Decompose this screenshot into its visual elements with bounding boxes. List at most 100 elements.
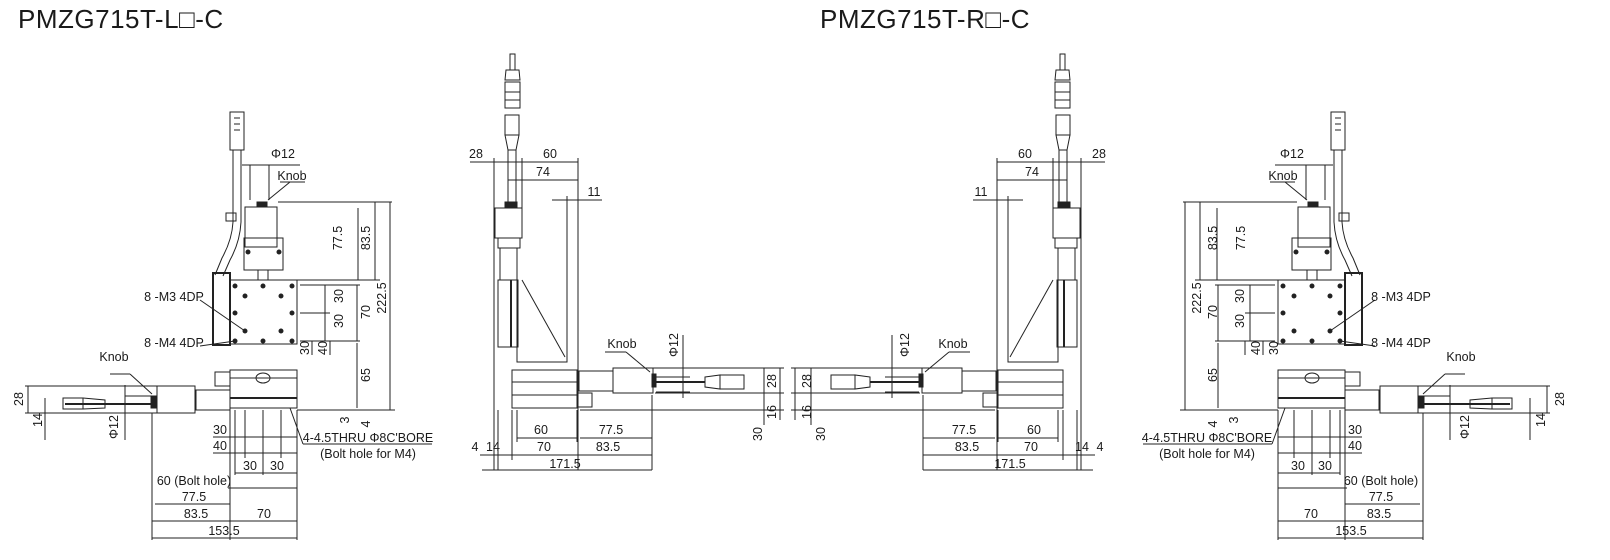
side-view-stage: [830, 53, 1081, 409]
thread-m4-label: 8 -M4 4DP: [144, 336, 204, 350]
dim-77-5: 77.5: [182, 490, 206, 504]
dim-60: 60: [534, 423, 548, 437]
dim-30: 30: [1233, 289, 1247, 303]
dim-60: 60: [1027, 423, 1041, 437]
dim-28: 28: [1092, 147, 1106, 161]
dim-phi12-side: Φ12: [1458, 415, 1472, 439]
dim-3: 3: [338, 416, 352, 423]
dim-74: 74: [536, 165, 550, 179]
dim-83-5: 83.5: [596, 440, 620, 454]
dim-77-5: 77.5: [331, 226, 345, 250]
dim-30: 30: [270, 459, 284, 473]
thread-m3-label: 8 -M3 4DP: [144, 290, 204, 304]
dim-30: 30: [213, 423, 227, 437]
dim-83-5: 83.5: [1367, 507, 1391, 521]
dim-70: 70: [257, 507, 271, 521]
dim-28: 28: [12, 392, 26, 406]
dim-65: 65: [1206, 368, 1220, 382]
dim-phi12-side: Φ12: [107, 415, 121, 439]
bolt-hole-note: (Bolt hole for M4): [1159, 447, 1255, 461]
dim-28: 28: [1553, 392, 1567, 406]
dim-65: 65: [359, 368, 373, 382]
side-view-dimensions: [470, 158, 784, 471]
dim-83-5: 83.5: [1206, 226, 1220, 250]
mounting-holes: [232, 283, 295, 344]
knob-label-side: Knob: [1446, 350, 1475, 364]
dim-4: 4: [359, 420, 373, 427]
dim-70: 70: [359, 305, 373, 319]
dim-16: 16: [800, 405, 814, 419]
front-view-stage: [1277, 111, 1513, 414]
dim-83-5: 83.5: [359, 226, 373, 250]
dim-171-5: 171.5: [994, 457, 1025, 471]
left-model-geometry: [25, 53, 784, 540]
knob-label: Knob: [938, 337, 967, 351]
bolt-hole-note: (Bolt hole for M4): [320, 447, 416, 461]
knob-label-side: Knob: [99, 350, 128, 364]
dim-phi12-top: Φ12: [271, 147, 295, 161]
dim-77-5: 77.5: [599, 423, 623, 437]
dim-83-5: 83.5: [184, 507, 208, 521]
dim-153-5: 153.5: [208, 524, 239, 538]
dim-phi12: Φ12: [667, 333, 681, 357]
dim-70: 70: [1304, 507, 1318, 521]
dim-60: 60: [543, 147, 557, 161]
dim-14: 14: [1534, 413, 1548, 427]
knob-label: Knob: [607, 337, 636, 351]
thread-m3-label: 8 -M3 4DP: [1371, 290, 1431, 304]
dim-30: 30: [1318, 459, 1332, 473]
dim-11: 11: [588, 185, 601, 199]
knob-label-top: Knob: [277, 169, 306, 183]
dim-70: 70: [1024, 440, 1038, 454]
dim-30: 30: [1348, 423, 1362, 437]
dim-4: 4: [1097, 440, 1104, 454]
dim-40: 40: [316, 341, 330, 355]
front-view-dimensions: [1143, 164, 1550, 540]
dim-30: 30: [1291, 459, 1305, 473]
right-model-labels: Φ12 Knob 77.5 83.5 222.5 30 70 30 8 -M3 …: [800, 147, 1567, 538]
model-title-left: PMZG715T-L□-C: [18, 4, 224, 34]
bolt-hole-spec: 4-4.5THRU Φ8C'BORE: [1142, 431, 1272, 445]
knob-label-top: Knob: [1268, 169, 1297, 183]
dim-4: 4: [1206, 420, 1220, 427]
dim-14: 14: [31, 413, 45, 427]
dim-60-bolt-hole: 60 (Bolt hole): [157, 474, 231, 488]
dim-40: 40: [213, 439, 227, 453]
dim-30: 30: [332, 289, 346, 303]
side-view-dimensions: [791, 158, 1105, 471]
dim-30: 30: [751, 427, 765, 441]
thread-m4-label: 8 -M4 4DP: [1371, 336, 1431, 350]
dim-60-bolt-hole: 60 (Bolt hole): [1344, 474, 1418, 488]
dim-40: 40: [1249, 341, 1263, 355]
dim-30: 30: [298, 341, 312, 355]
dim-3: 3: [1227, 416, 1241, 423]
dim-28: 28: [765, 374, 779, 388]
dim-16: 16: [765, 405, 779, 419]
dim-28: 28: [800, 374, 814, 388]
dim-14: 14: [486, 440, 500, 454]
dim-phi12-top: Φ12: [1280, 147, 1304, 161]
dim-83-5: 83.5: [955, 440, 979, 454]
dim-77-5: 77.5: [1234, 226, 1248, 250]
dim-40: 40: [1348, 439, 1362, 453]
dim-30: 30: [243, 459, 257, 473]
front-view-dimensions: [25, 164, 432, 540]
dim-222-5: 222.5: [1190, 282, 1204, 313]
dim-phi12: Φ12: [898, 333, 912, 357]
dim-30: 30: [332, 314, 346, 328]
dim-30: 30: [1233, 314, 1247, 328]
dim-14: 14: [1075, 440, 1089, 454]
right-model-geometry: [791, 53, 1550, 540]
dim-30: 30: [814, 427, 828, 441]
dim-4: 4: [472, 440, 479, 454]
mounting-holes: [1280, 283, 1343, 344]
model-title-right: PMZG715T-R□-C: [820, 4, 1031, 34]
dim-70: 70: [1206, 305, 1220, 319]
bolt-hole-spec: 4-4.5THRU Φ8C'BORE: [303, 431, 433, 445]
dim-30: 30: [1267, 341, 1281, 355]
dim-153-5: 153.5: [1335, 524, 1366, 538]
dim-77-5: 77.5: [952, 423, 976, 437]
dim-70: 70: [537, 440, 551, 454]
dim-77-5: 77.5: [1369, 490, 1393, 504]
